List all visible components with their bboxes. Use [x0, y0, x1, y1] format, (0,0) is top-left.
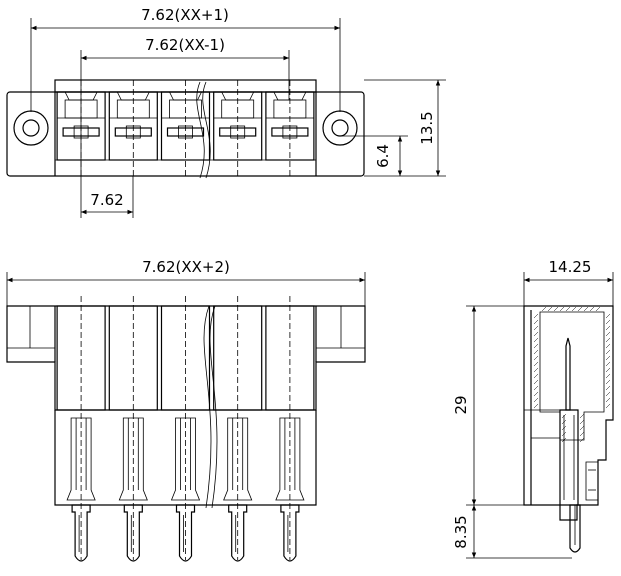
side-solder-tail [569, 504, 581, 553]
dim-top-overall: 7.62(XX+1) [141, 6, 229, 24]
side-section-hatching [533, 306, 611, 443]
dim-side-height-pin: 8.35 [452, 515, 470, 548]
side-dimensions: 14.25 29 8.35 [452, 258, 614, 559]
dim-top-pitch: 7.62 [90, 191, 123, 209]
front-pole-pin [160, 296, 211, 562]
top-pole-cells [56, 80, 315, 176]
dim-front-overall: 7.62(XX+2) [142, 258, 230, 276]
front-view [6, 296, 366, 562]
front-body-outline [6, 305, 366, 411]
front-pole-cells [56, 296, 315, 562]
front-pole-pin [108, 296, 158, 562]
dim-top-inner: 7.62(XX-1) [145, 36, 225, 54]
front-pole-pin [213, 296, 263, 562]
dim-top-height-total: 13.5 [418, 111, 436, 144]
dim-side-height-body: 29 [452, 395, 470, 414]
side-contact-pin [565, 337, 571, 411]
top-pole-cell [265, 80, 315, 176]
top-pole-cell [213, 80, 263, 176]
dim-side-width: 14.25 [549, 258, 592, 276]
front-pole-pin [265, 296, 315, 562]
top-view [6, 79, 365, 179]
side-view [523, 305, 614, 553]
dim-top-height-partial: 6.4 [374, 144, 392, 168]
right-mounting-hole [322, 110, 358, 146]
top-dimensions: 7.62(XX+1) 7.62(XX-1) 7.62 13.5 6.4 [30, 6, 446, 218]
front-dimensions: 7.62(XX+2) [6, 258, 366, 306]
left-mounting-hole [13, 110, 49, 146]
top-pole-cell [160, 80, 211, 176]
front-pole-pin [56, 296, 106, 562]
top-pole-cell [108, 80, 158, 176]
